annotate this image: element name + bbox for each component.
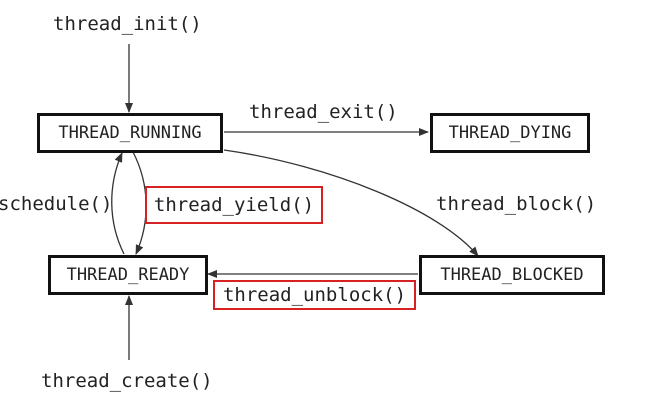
arrow-running-to-blocked [223,149,479,257]
label-thread-block: thread_block() [436,193,597,215]
state-thread-ready: THREAD_READY [48,255,208,295]
state-thread-running: THREAD_RUNNING [37,113,223,153]
state-thread-blocked: THREAD_BLOCKED [419,255,605,295]
arrow-ready-to-running [111,152,125,255]
label-thread-init: thread_init() [53,13,202,35]
label-schedule: schedule() [0,193,113,215]
label-thread-exit: thread_exit() [249,101,398,123]
label-thread-create: thread_create() [41,370,213,392]
label-thread-unblock-highlighted: thread_unblock() [213,280,416,310]
state-thread-dying: THREAD_DYING [430,113,590,153]
label-thread-yield-highlighted: thread_yield() [145,186,323,224]
